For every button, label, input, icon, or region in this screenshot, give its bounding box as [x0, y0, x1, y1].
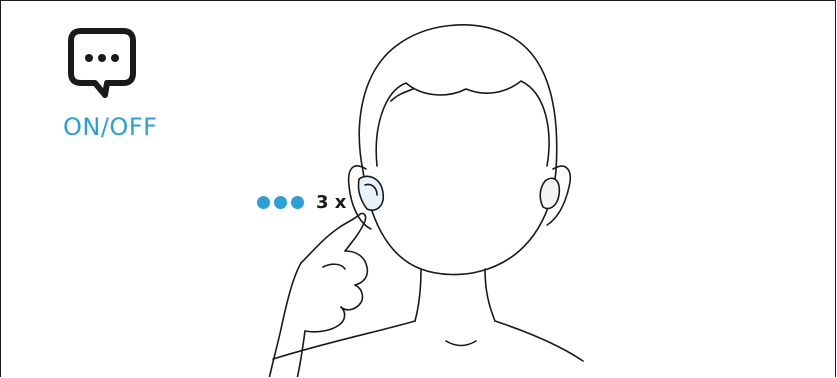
tap-dot — [274, 196, 287, 209]
shoulder-left — [273, 321, 415, 359]
tap-dot — [257, 196, 270, 209]
right-earbud — [540, 178, 559, 208]
left-earbud — [358, 176, 383, 210]
neck-left — [415, 269, 421, 321]
tap-count-label: 3 x — [316, 192, 346, 213]
shoulder-right — [495, 321, 583, 361]
tap-dot — [291, 196, 304, 209]
neck-right — [485, 269, 495, 321]
head-outline — [359, 25, 556, 275]
hand — [301, 213, 366, 263]
triple-tap-indicator: 3 x — [257, 191, 346, 213]
